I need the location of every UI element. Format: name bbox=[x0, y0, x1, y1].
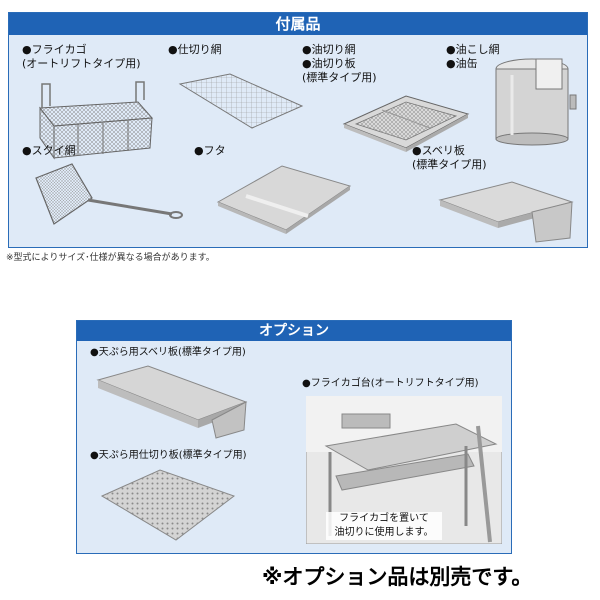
options-sold-separately-note: ※オプション品は別売です。 bbox=[262, 565, 533, 589]
oil-drain-label: ●油切り網 ●油切り板 (標準タイプ用) bbox=[302, 43, 377, 84]
lid-label: ●フタ bbox=[194, 144, 226, 157]
accessories-header: 付属品 bbox=[9, 13, 587, 35]
fry-basket-icon bbox=[39, 81, 154, 160]
spec-note: ※型式によりサイズ･仕様が異なる場合があります。 bbox=[6, 253, 215, 263]
fry-basket-label: ●フライカゴ (オートリフトタイプ用) bbox=[22, 43, 141, 70]
lid-icon bbox=[216, 165, 352, 234]
divider-net-label: ●仕切り網 bbox=[168, 43, 222, 56]
skimmer-label: ●スクイ網 bbox=[22, 144, 76, 157]
accessories-panel: 付属品 bbox=[8, 12, 588, 248]
slide-plate-icon bbox=[438, 181, 574, 243]
tempura-divider-plate-icon bbox=[100, 469, 236, 541]
oil-drain-tray-icon bbox=[342, 95, 470, 152]
stand-caption: フライカゴを置いて 油切りに使用します。 bbox=[326, 512, 442, 540]
divider-net-icon bbox=[178, 73, 304, 129]
options-title: オプション bbox=[259, 323, 329, 339]
fry-basket-stand-label: ●フライカゴ台(オートリフトタイプ用) bbox=[302, 378, 479, 389]
tempura-slide-plate-label: ●天ぷら用スベリ板(標準タイプ用) bbox=[90, 347, 246, 358]
oil-can-label: ●油こし網 ●油缶 bbox=[446, 43, 500, 70]
oil-can-icon bbox=[495, 58, 577, 146]
slide-plate-label: ●スベリ板 (標準タイプ用) bbox=[412, 144, 487, 171]
tempura-divider-plate-label: ●天ぷら用仕切り板(標準タイプ用) bbox=[90, 450, 247, 461]
options-header: オプション bbox=[77, 321, 511, 341]
accessories-title: 付属品 bbox=[275, 15, 321, 33]
tempura-slide-plate-icon bbox=[96, 365, 248, 439]
skimmer-icon bbox=[35, 163, 183, 225]
